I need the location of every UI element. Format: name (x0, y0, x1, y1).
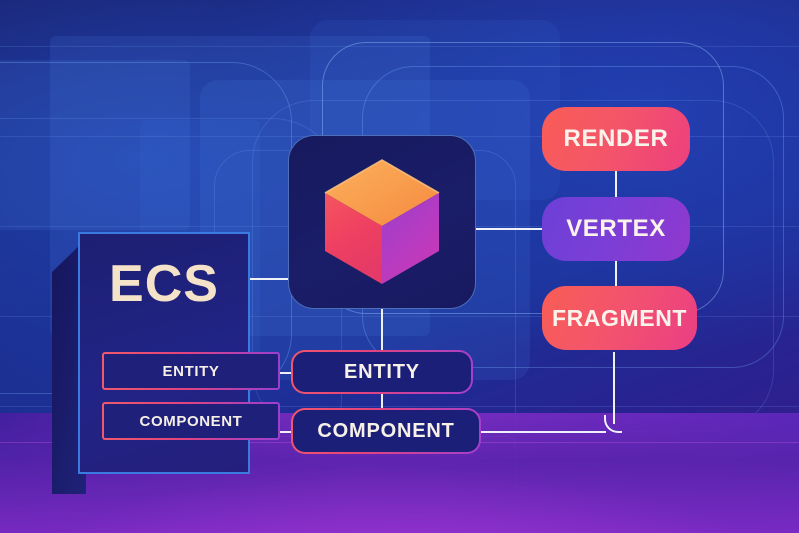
pill-vertex-label: VERTEX (566, 215, 666, 242)
pill-render-label: RENDER (563, 125, 669, 152)
connector-entity-to-component (381, 394, 384, 409)
ecs-panel-title: ECS (109, 255, 219, 313)
pill-fragment-label: FRAGMENT (551, 304, 688, 331)
ecs-chip-entity[interactable]: ENTITY (102, 352, 280, 390)
connector-cube-to-vertex (476, 228, 544, 231)
node-component[interactable]: COMPONENT (291, 408, 481, 454)
connector-ecs-to-cube (248, 278, 292, 281)
ecs-chip-component-label: COMPONENT (139, 412, 243, 430)
node-entity-label: ENTITY (344, 360, 420, 383)
connector-cube-to-entity (381, 309, 384, 351)
connector-vertex-to-fragment (615, 261, 618, 287)
ecs-chip-entity-label: ENTITY (162, 362, 220, 380)
connector-render-to-vertex (615, 171, 618, 198)
node-entity[interactable]: ENTITY (291, 350, 473, 394)
pill-vertex[interactable]: VERTEX (542, 197, 690, 261)
ecs-panel[interactable]: ECS ENTITY COMPONENT (78, 232, 278, 474)
cube-card[interactable] (288, 135, 476, 309)
ecs-chip-component[interactable]: COMPONENT (102, 402, 280, 440)
pill-render[interactable]: RENDER (542, 107, 690, 171)
connector-elbow-corner (604, 415, 622, 433)
node-component-label: COMPONENT (317, 419, 455, 442)
connector-component-to-elbow (481, 431, 606, 434)
connector-elbow-to-fragment (613, 352, 616, 424)
pill-fragment[interactable]: FRAGMENT (542, 286, 697, 350)
isometric-cube-icon (323, 158, 441, 286)
background-panel-2 (0, 60, 190, 230)
